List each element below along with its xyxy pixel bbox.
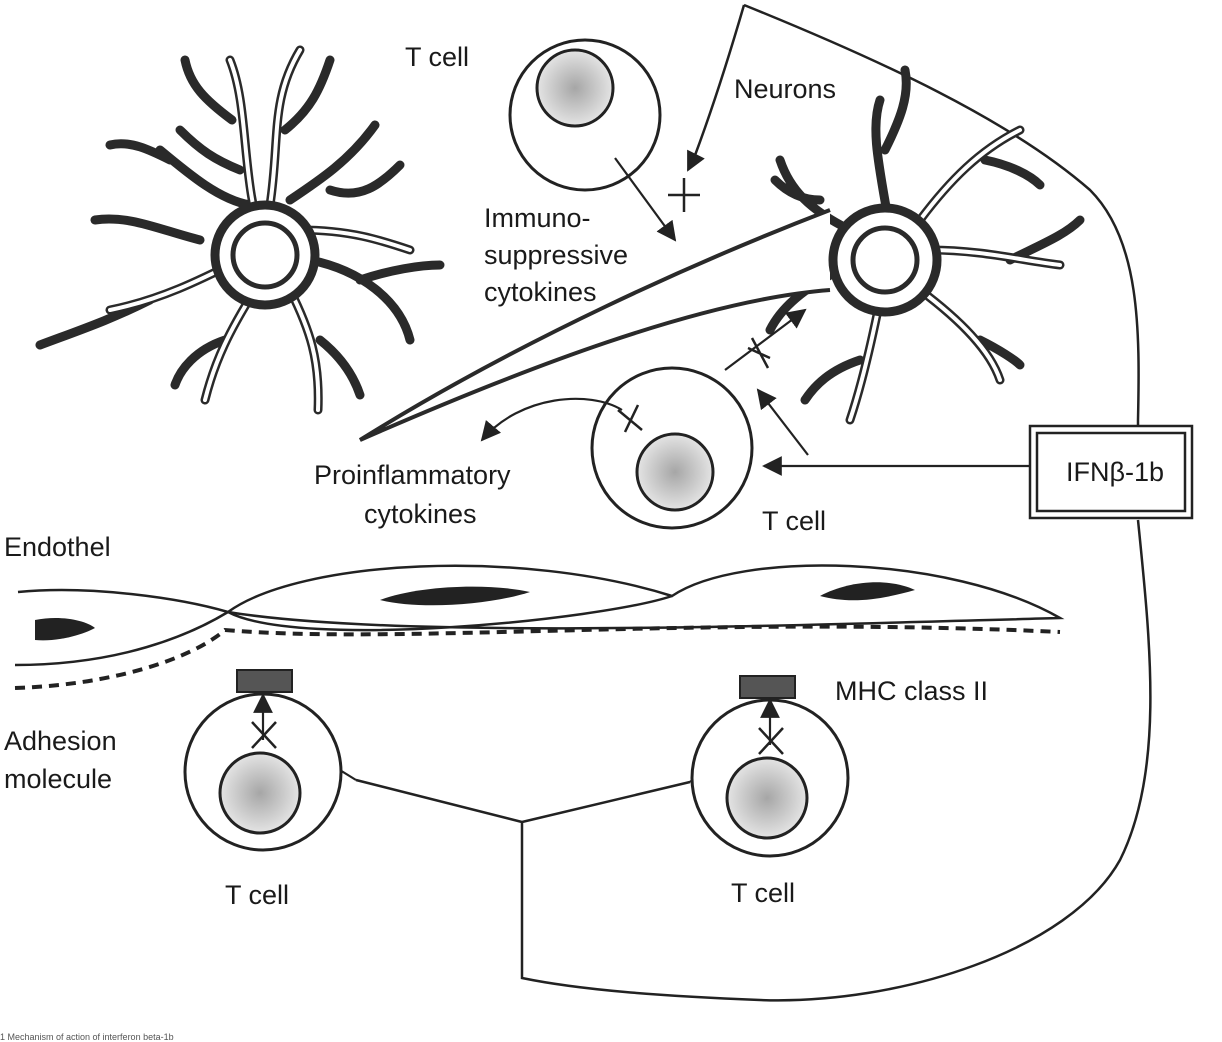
- label-proinflammatory-1: Proinflammatory: [314, 460, 511, 490]
- t-cell-middle: [590, 366, 754, 530]
- endothel-nucleus-3: [820, 582, 915, 601]
- block-mark-neuron: [747, 337, 771, 369]
- ifn-box: [1028, 424, 1194, 520]
- immunosuppressive-arrow: [614, 157, 677, 242]
- proinflammatory-arrow: [480, 397, 623, 442]
- block-mark-proinflammatory: [617, 404, 643, 433]
- t-cell-to-neuron-arrow: [724, 308, 807, 371]
- neuron-left: [35, 45, 445, 415]
- t-cell-bottom-right: [690, 675, 850, 858]
- label-adhesion-1: Adhesion: [4, 726, 117, 756]
- t-cell-bottom-left: [183, 669, 343, 852]
- figure-caption: 1 Mechanism of action of interferon beta…: [0, 1032, 174, 1042]
- ifn-arrow-up: [756, 388, 809, 456]
- mhc-receptor-right: [739, 675, 796, 699]
- label-t-cell-bottom-left: T cell: [225, 880, 289, 910]
- label-immunosuppressive-3: cytokines: [484, 277, 597, 307]
- label-t-cell-bottom-right: T cell: [731, 878, 795, 908]
- label-proinflammatory-2: cytokines: [364, 499, 477, 529]
- t-cell-top: [508, 38, 662, 192]
- neuron-right: [358, 65, 1085, 442]
- label-ifn: IFNβ-1b: [1066, 457, 1164, 487]
- ifn-outline: [355, 3, 1152, 1002]
- label-t-cell-top: T cell: [405, 42, 469, 72]
- label-immunosuppressive-2: suppressive: [484, 240, 628, 270]
- endothel-nucleus-1: [35, 617, 95, 641]
- label-mhc: MHC class II: [835, 676, 988, 706]
- endothel-nucleus-2: [380, 586, 530, 606]
- label-immunosuppressive-1: Immuno-: [484, 203, 591, 233]
- label-adhesion-2: molecule: [4, 764, 112, 794]
- label-neurons: Neurons: [734, 74, 836, 104]
- mhc-receptor-left: [236, 669, 293, 693]
- basement-membrane: [14, 624, 1061, 690]
- endothelium: [14, 564, 1065, 690]
- neuron-arrow: [687, 149, 705, 172]
- enhance-mark-top: [668, 178, 700, 212]
- label-t-cell-middle: T cell: [762, 506, 826, 536]
- label-endothel: Endothel: [4, 532, 111, 562]
